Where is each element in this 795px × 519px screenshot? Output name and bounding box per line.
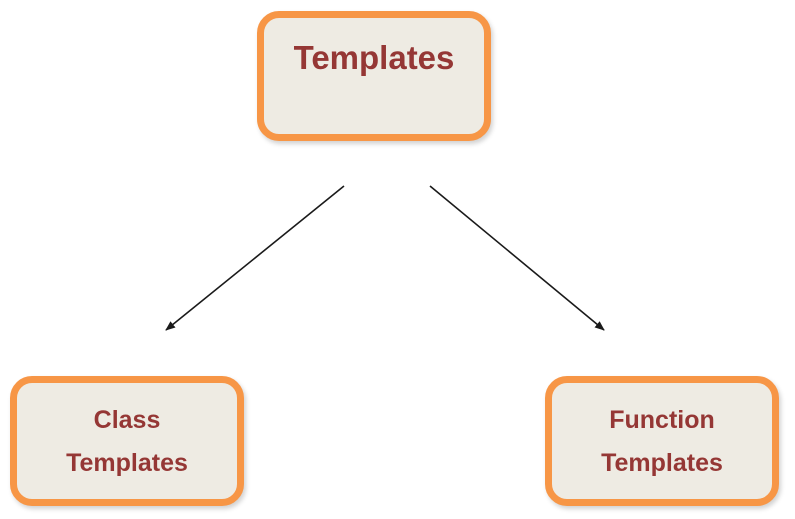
arrow-to-function-templates: [429, 185, 605, 331]
class-templates-node: Class Templates: [10, 376, 244, 506]
function-templates-node: Function Templates: [545, 376, 779, 506]
templates-label: Templates: [293, 39, 455, 76]
templates-node: Templates: [257, 11, 491, 141]
function-templates-label: Function Templates: [601, 406, 723, 477]
class-templates-label: Class Templates: [66, 406, 188, 477]
arrow-to-class-templates: [165, 185, 345, 331]
